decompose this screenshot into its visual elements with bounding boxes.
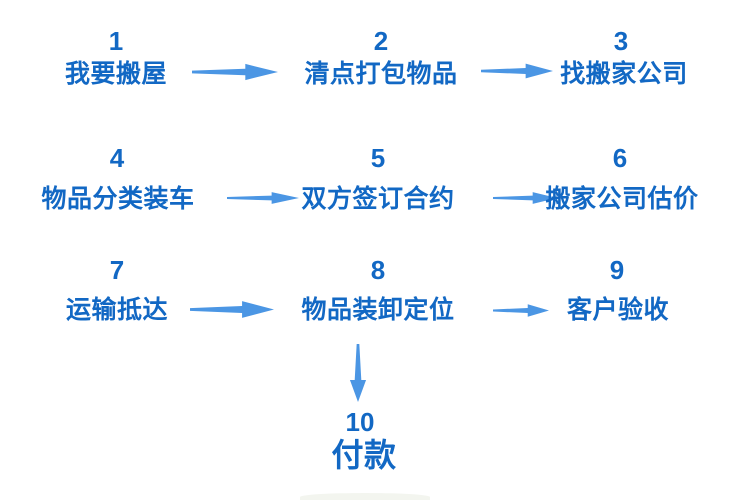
step-number-9: 9: [609, 255, 625, 285]
step-number-8: 8: [370, 255, 386, 285]
step-number-2: 2: [373, 26, 389, 56]
step-label-6: 搬家公司估价: [545, 185, 699, 213]
arrow-right-icon: [493, 190, 557, 206]
step-label-3: 找搬家公司: [560, 60, 688, 88]
step-number-1: 1: [108, 26, 124, 56]
step-label-4: 物品分类装车: [41, 185, 195, 213]
step-label-1: 我要搬屋: [64, 60, 168, 88]
cropped-bottom-artifact: [300, 493, 430, 500]
arrow-down-icon: [347, 344, 369, 402]
step-label-5: 双方签订合约: [301, 185, 455, 213]
step-label-7: 运输抵达: [65, 296, 169, 324]
arrow-right-icon: [227, 190, 299, 206]
step-number-3: 3: [613, 26, 629, 56]
step-number-4: 4: [109, 143, 125, 173]
arrow-right-icon: [192, 61, 278, 83]
arrow-right-icon: [493, 302, 549, 319]
step-number-10: 10: [345, 407, 375, 437]
step-label-9: 客户验收: [566, 296, 670, 324]
step-number-7: 7: [109, 255, 125, 285]
step-number-5: 5: [370, 143, 386, 173]
step-label-8: 物品装卸定位: [301, 296, 455, 324]
step-label-2: 清点打包物品: [304, 60, 458, 88]
arrow-right-icon: [481, 61, 553, 81]
arrow-right-icon: [190, 298, 274, 321]
step-label-10: 付款: [331, 437, 397, 473]
step-number-6: 6: [612, 143, 628, 173]
